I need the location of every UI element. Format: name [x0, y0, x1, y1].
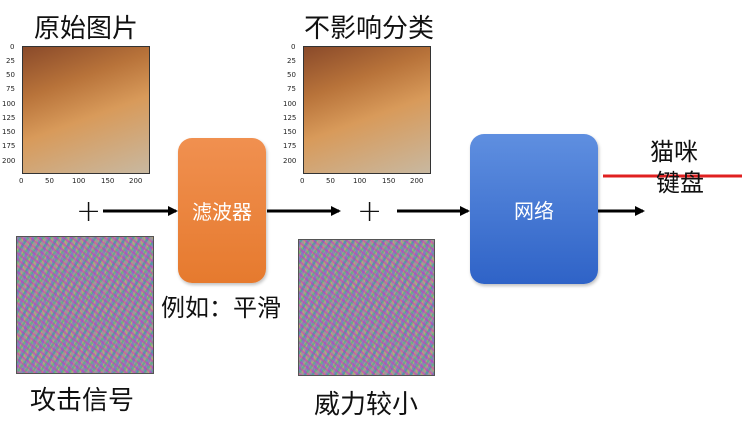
attack-signal-label: 攻击信号	[30, 386, 135, 416]
original-image-plot: 0 25 50 75 100 125 150 175 200 0 50 100 …	[0, 43, 160, 191]
plus-sign: +	[357, 194, 383, 229]
keyboard-output-label: 键盘	[656, 169, 704, 197]
x-tick: 200	[410, 177, 424, 185]
y-tick: 175	[283, 142, 297, 150]
y-tick: 25	[6, 57, 15, 65]
example-smoothing-label: 例如：平滑	[161, 294, 281, 322]
x-tick: 100	[353, 177, 367, 185]
y-tick: 0	[291, 43, 296, 51]
y-tick: 100	[2, 100, 16, 108]
y-tick: 200	[2, 157, 16, 165]
y-tick: 125	[283, 114, 297, 122]
cat-image	[303, 46, 431, 174]
y-tick: 175	[2, 142, 16, 150]
x-tick: 100	[72, 177, 86, 185]
y-tick: 200	[283, 157, 297, 165]
x-tick: 150	[382, 177, 396, 185]
x-tick: 0	[300, 177, 305, 185]
y-tick: 50	[6, 71, 15, 79]
cat-output-label: 猫咪	[650, 138, 698, 166]
network-box: 网络	[470, 134, 598, 284]
y-tick: 150	[283, 128, 297, 136]
y-tick: 75	[6, 85, 15, 93]
y-tick: 75	[287, 85, 296, 93]
filtered-image-plot: 0 25 50 75 100 125 150 175 200 0 50 100 …	[281, 43, 441, 191]
original-image-label: 原始图片	[34, 14, 139, 44]
y-tick: 125	[2, 114, 16, 122]
x-tick: 200	[129, 177, 143, 185]
plus-sign: +	[76, 194, 102, 229]
x-tick: 50	[45, 177, 54, 185]
y-tick: 150	[2, 128, 16, 136]
y-tick: 0	[10, 43, 15, 51]
y-tick: 25	[287, 57, 296, 65]
x-tick: 150	[101, 177, 115, 185]
cat-image	[22, 46, 150, 174]
no-effect-label: 不影响分类	[304, 14, 435, 44]
x-tick: 50	[326, 177, 335, 185]
filter-box: 滤波器	[178, 138, 266, 283]
x-tick: 0	[19, 177, 24, 185]
small-power-label: 威力较小	[314, 390, 419, 420]
y-tick: 100	[283, 100, 297, 108]
y-tick: 50	[287, 71, 296, 79]
weak-noise-image	[298, 239, 435, 376]
attack-noise-image	[16, 236, 154, 374]
